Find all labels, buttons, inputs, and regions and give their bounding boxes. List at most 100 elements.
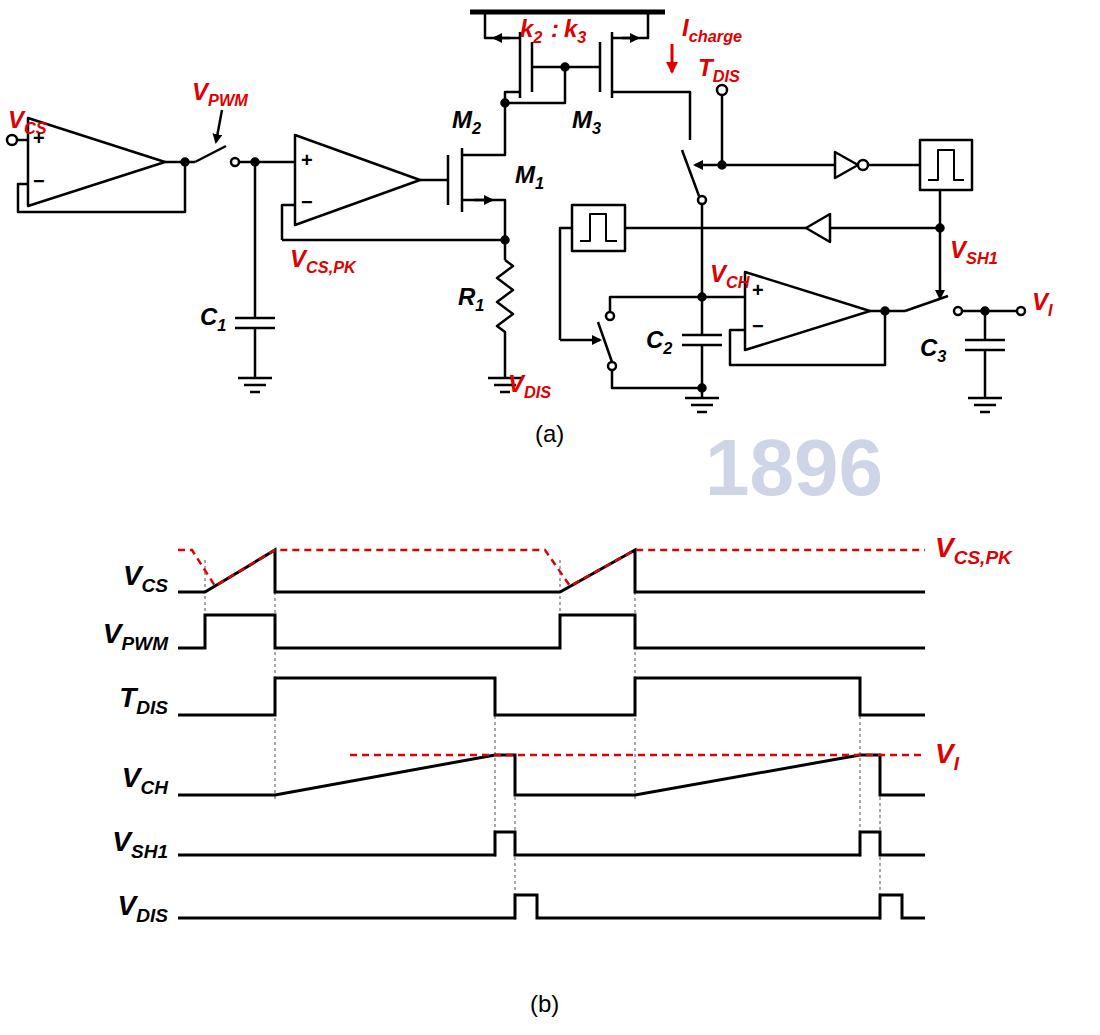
pulse-icon [928,150,964,180]
component-label: C2 [646,328,672,352]
junction-dot [502,237,509,244]
switch-symbol [598,322,612,362]
source-arrow [622,37,638,40]
subscript: PWM [121,633,168,654]
terminal [7,135,17,145]
component-label: C3 [920,336,946,360]
opamp-input-sign: − [301,192,313,212]
subscript: 2 [533,28,542,46]
watermark: 1896 [705,428,883,508]
opamp-input-sign: + [33,128,45,148]
component-label: M1 [515,163,544,187]
wire [282,239,505,242]
schematic [7,12,1025,412]
waveform [178,615,925,648]
terminal [698,196,706,204]
subscript: 1 [217,316,226,334]
signal-name: TDIS [698,56,740,80]
wire [939,190,942,228]
wire [722,95,835,165]
subscript: PWM [208,91,248,109]
timing-guides [205,550,880,920]
subscript: DIS [713,67,740,85]
opamp-input-sign: + [301,150,313,170]
opamp-symbol [745,272,870,350]
signal-name: VSH1 [950,238,998,262]
ratio-label: k2 [520,17,542,41]
subscript: CS,PK [954,547,1012,568]
subfigure-label: (b) [530,992,559,1016]
terminal [608,362,616,370]
subscript: SH1 [966,249,998,267]
subscript: I [1048,301,1053,319]
waveform [178,550,925,592]
inverter-bubble [858,160,868,170]
signal-name: VDIS [508,372,551,396]
pulse-icon [580,214,617,241]
subscript: SH1 [131,841,168,862]
level-line [350,754,925,757]
control-arrow [216,110,222,142]
junction-dot [699,385,706,392]
pmos-symbol [600,32,612,98]
control-arrow [560,339,600,342]
component-label: M2 [452,108,481,132]
waveform [178,678,925,715]
junction-dot [719,162,726,169]
signal-name: VCS,PK [290,247,356,271]
capacitor-symbol [235,162,275,378]
subscript: CH [141,777,169,798]
wire [612,370,702,388]
pulse-generator [572,205,625,251]
subscript: DIS [136,905,168,926]
resistor-symbol [497,260,513,378]
wire [625,227,806,230]
wire [612,12,648,38]
subscript: DIS [136,697,168,718]
wire [730,311,905,365]
wire [610,297,702,312]
wire [830,227,940,230]
subscript: 3 [937,347,946,365]
subscript: 3 [592,119,601,137]
opamp-input-sign: − [752,316,764,336]
capacitor-symbol [682,335,722,398]
wire [18,162,195,212]
signal-name: TDIS [119,684,168,712]
timing-waveforms [178,550,925,918]
source-arrow [474,199,492,202]
terminal [717,85,727,95]
terminal [954,307,962,315]
buffer-symbol [806,214,830,242]
subscript: I [954,753,959,774]
opamp-input-sign: − [33,171,45,191]
wire [612,92,690,140]
wire [485,12,520,38]
component-label: C1 [200,305,226,329]
wire [462,200,505,260]
subfigure-label: (a) [535,422,564,446]
wire [505,67,565,103]
opamp-input-sign: + [752,280,764,300]
control-arrow [939,228,942,298]
signal-name: VCH [122,764,168,792]
subscript: CH [726,273,750,291]
switch-symbol [905,296,948,311]
opamp-symbol [295,135,420,225]
ground-symbol [968,398,1002,412]
wire [701,204,704,335]
terminal [606,312,614,320]
pmos-symbol [520,32,532,98]
wire [702,296,745,299]
signal-name: VPWM [192,80,248,104]
capacitor-symbol [965,311,1005,398]
switch-symbol [195,146,226,162]
subscript: DIS [524,383,551,401]
signal-name: VCH [710,262,750,286]
junction-dot [562,64,569,71]
wire [282,205,295,240]
component-label: M3 [572,108,601,132]
signal-name: VCS,PK [935,534,1012,562]
